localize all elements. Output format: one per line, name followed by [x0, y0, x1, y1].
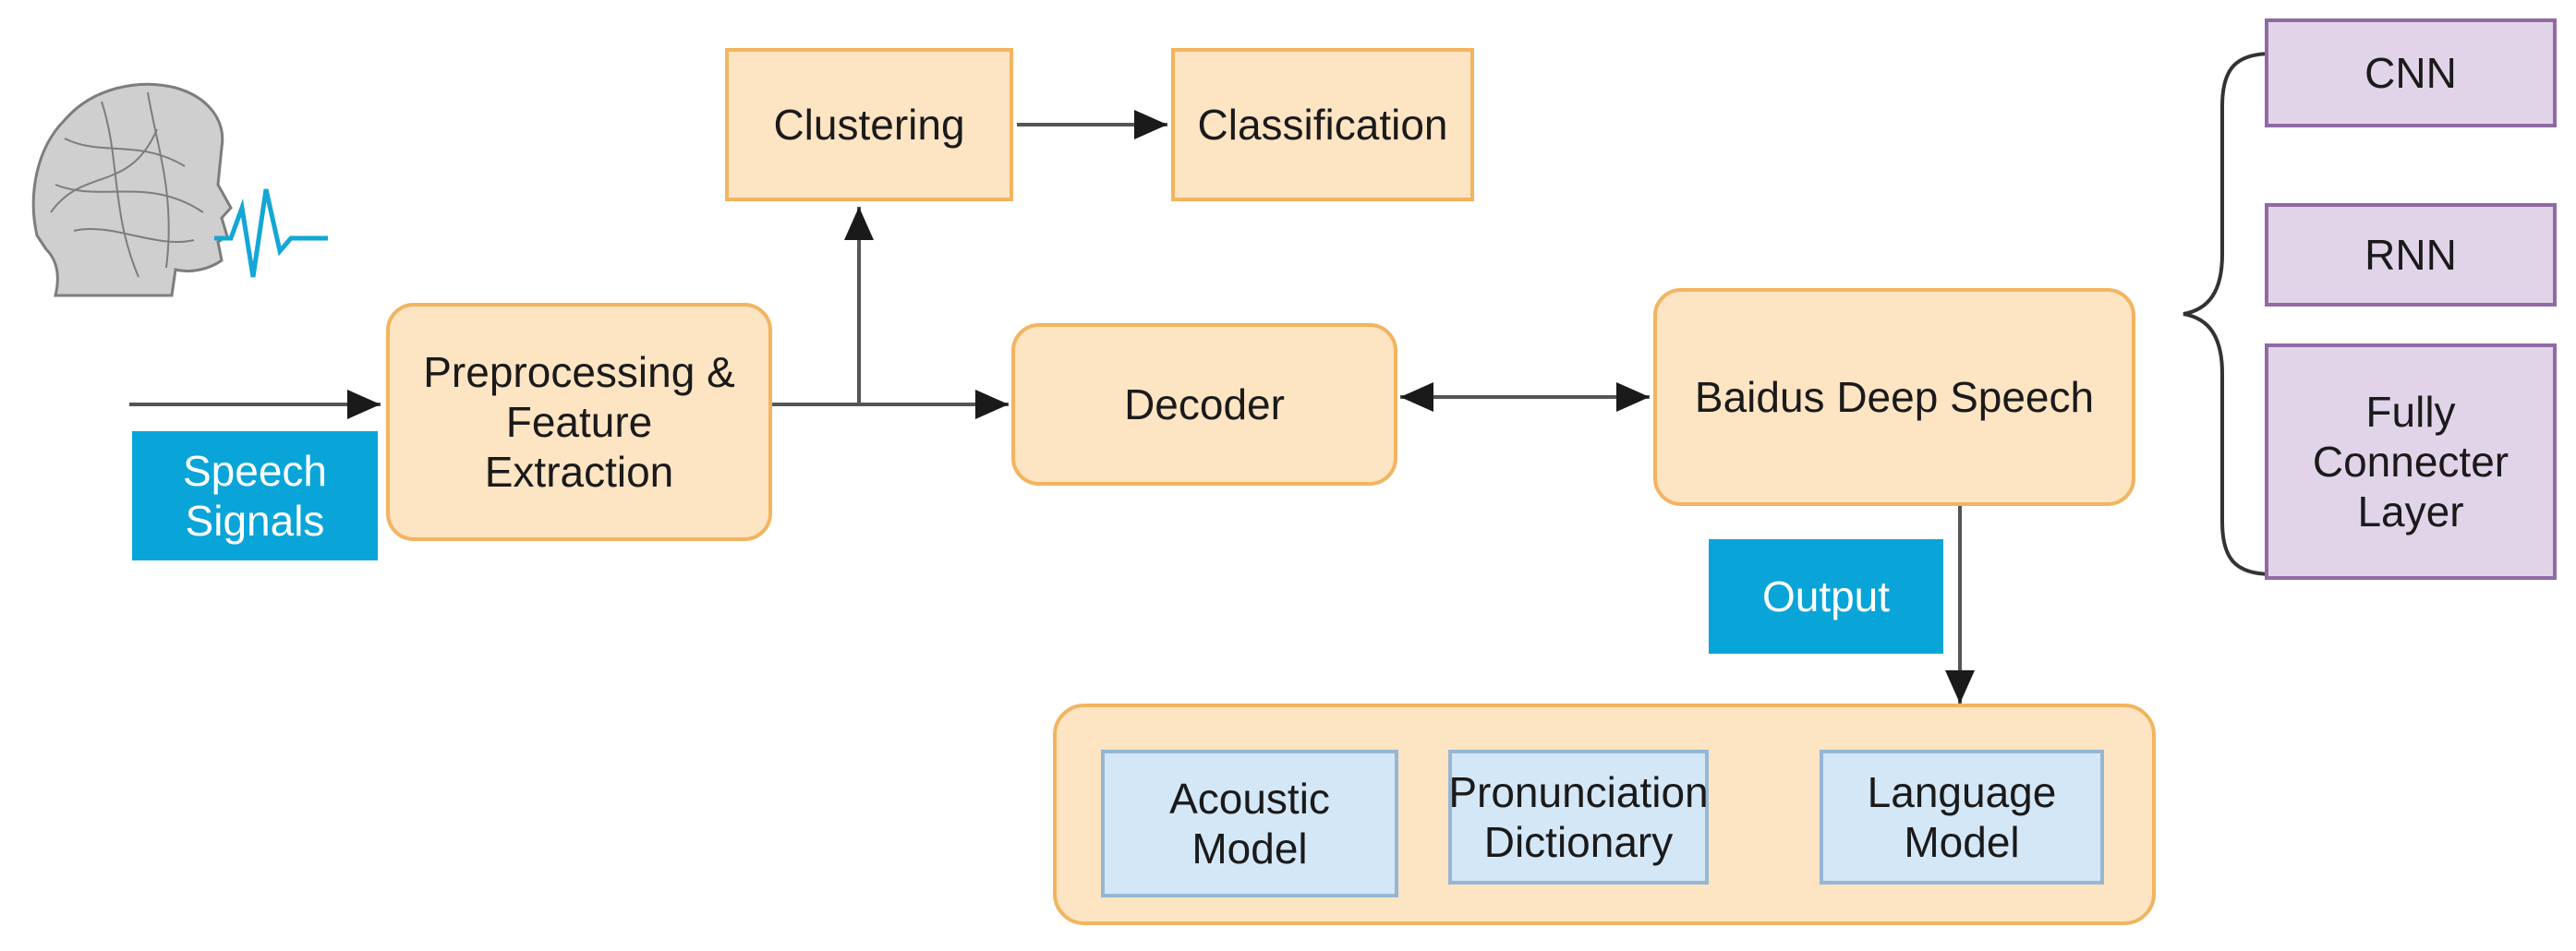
pronunciation-dictionary-node: Pronunciation Dictionary [1448, 750, 1709, 885]
speech-signals-label-box: Speech Signals [132, 431, 378, 560]
baidus-deep-speech-label: Baidus Deep Speech [1694, 372, 2095, 421]
human-head-wireframe-icon [31, 82, 233, 297]
cnn-label: CNN [2364, 48, 2457, 97]
acoustic-model-node: Acoustic Model [1101, 750, 1398, 897]
baidus-deep-speech-node: Baidus Deep Speech [1653, 288, 2135, 506]
cnn-node: CNN [2265, 18, 2557, 127]
architecture-brace [2183, 52, 2273, 576]
acoustic-model-label: Acoustic Model [1169, 774, 1330, 873]
rnn-label: RNN [2364, 230, 2457, 279]
preprocessing-label: Preprocessing & Feature Extraction [423, 347, 735, 497]
classification-node: Classification [1171, 48, 1474, 201]
preprocessing-node: Preprocessing & Feature Extraction [386, 303, 772, 541]
fully-connected-layer-node: Fully Connecter Layer [2265, 343, 2557, 580]
clustering-label: Clustering [773, 100, 965, 149]
classification-label: Classification [1197, 100, 1448, 149]
pronunciation-dictionary-label: Pronunciation Dictionary [1448, 767, 1709, 866]
decoder-label: Decoder [1124, 379, 1285, 428]
output-label-box: Output [1709, 539, 1943, 654]
clustering-node: Clustering [725, 48, 1013, 201]
speech-signals-label: Speech Signals [182, 446, 327, 545]
decoder-node: Decoder [1011, 323, 1397, 486]
output-label: Output [1761, 572, 1891, 620]
fully-connected-layer-label: Fully Connecter Layer [2312, 387, 2509, 536]
language-model-label: Language Model [1867, 767, 2057, 866]
rnn-node: RNN [2265, 203, 2557, 307]
language-model-node: Language Model [1820, 750, 2104, 885]
speech-waveform-icon [214, 188, 328, 278]
